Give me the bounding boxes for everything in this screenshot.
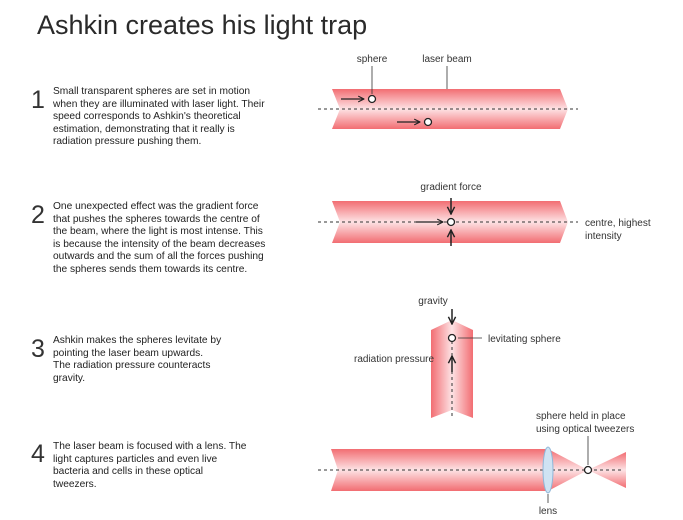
levitating-sphere (447, 333, 457, 343)
step-1-number: 1 (31, 86, 45, 114)
label-levitating-sphere: levitating sphere (488, 334, 561, 345)
page-title: Ashkin creates his light trap (37, 10, 368, 40)
diagram-4: sphere held in place using optical tweez… (318, 411, 634, 517)
step-2-number: 2 (31, 201, 45, 229)
label-radiation-pressure: radiation pressure (354, 354, 434, 365)
step-4-text: The laser beam is focused with a lens. T… (53, 441, 247, 490)
label-held-line2: using optical tweezers (536, 424, 634, 435)
step-4-number: 4 (31, 440, 45, 468)
diagram-2: gradient force centre, highest intensity (318, 182, 651, 246)
label-held-line1: sphere held in place (536, 411, 626, 422)
label-gradient-force: gradient force (420, 182, 482, 193)
label-centre-line2: intensity (585, 231, 622, 242)
step-3-text: Ashkin makes the spheres levitate by poi… (53, 335, 222, 384)
label-lens: lens (539, 506, 557, 517)
label-laser-beam: laser beam (422, 54, 471, 65)
laser-beam-4-focus (548, 449, 588, 491)
step-1-text: Small transparent spheres are set in mot… (53, 86, 265, 148)
label-centre-line1: centre, highest (585, 218, 651, 229)
trapped-sphere (583, 465, 593, 475)
step-2-text: One unexpected effect was the gradient f… (53, 201, 266, 275)
diagram-3: gravity levitating sphere radiation pres… (354, 296, 561, 418)
step-3-number: 3 (31, 335, 45, 363)
sphere-1b (423, 117, 433, 127)
diagram-1: sphere laser beam (318, 54, 578, 129)
sphere-2 (446, 217, 456, 227)
label-gravity: gravity (418, 296, 447, 307)
lens-shape (542, 446, 554, 494)
sphere-1a (367, 94, 377, 104)
label-sphere: sphere (357, 54, 388, 65)
